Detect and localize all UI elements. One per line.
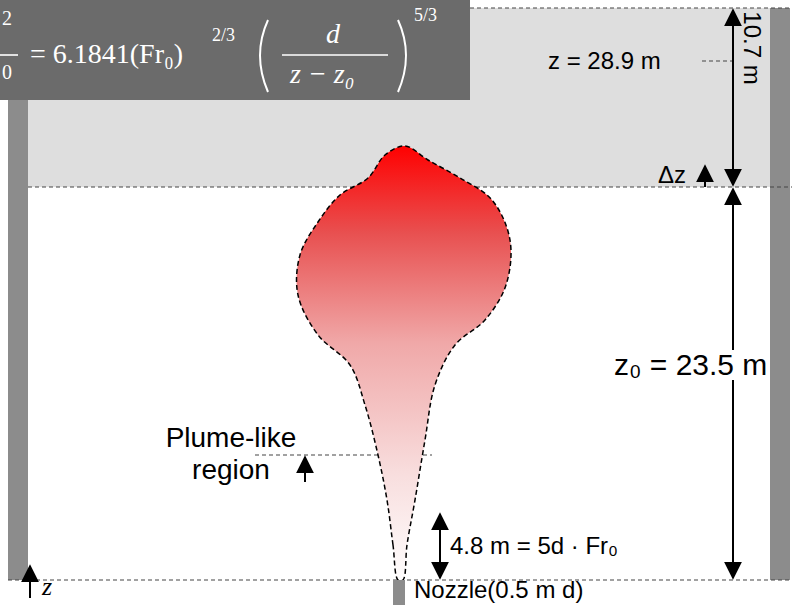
fraction-bar — [0, 54, 18, 56]
dimension-label: 10.7 m — [740, 11, 764, 84]
formula-exponent: 2/3 — [212, 26, 235, 44]
formula-box — [0, 0, 470, 100]
delta-z-arrow — [704, 166, 706, 187]
formula-exponent: 5/3 — [414, 6, 437, 24]
dimension-arrow — [732, 10, 734, 185]
nozzle — [393, 580, 405, 605]
parenthesis — [260, 20, 268, 92]
delta-z-label: Δz — [658, 163, 686, 187]
dimension-label: 4.8 m = 5d · Fr₀ — [450, 534, 618, 558]
axis-label: z — [42, 574, 52, 600]
dimension-arrow — [732, 189, 734, 578]
region-label: Plume-like region — [150, 422, 312, 486]
formula-denominator: z − z₀ — [290, 60, 354, 88]
region-arrow — [304, 457, 306, 482]
plume-shape — [297, 146, 512, 581]
formula-fragment: 0 — [2, 62, 12, 82]
z-level-leader — [702, 60, 733, 61]
right-wall — [770, 8, 790, 580]
nozzle-label: Nozzle(0.5 m d) — [414, 578, 583, 602]
formula-numerator: d — [326, 20, 340, 48]
fraction-bar — [282, 54, 388, 56]
dimension-arrow — [439, 514, 441, 578]
left-wall — [8, 95, 28, 580]
formula-fragment: 2 — [2, 8, 12, 28]
height-label: z = 28.9 m — [548, 49, 661, 73]
dimension-label: z₀ = 23.5 m — [612, 350, 769, 380]
parenthesis — [398, 20, 406, 92]
z-axis-arrow — [29, 566, 31, 598]
formula-text: = 6.1841(Fr₀) — [30, 40, 183, 68]
ceiling-line — [470, 7, 792, 8]
